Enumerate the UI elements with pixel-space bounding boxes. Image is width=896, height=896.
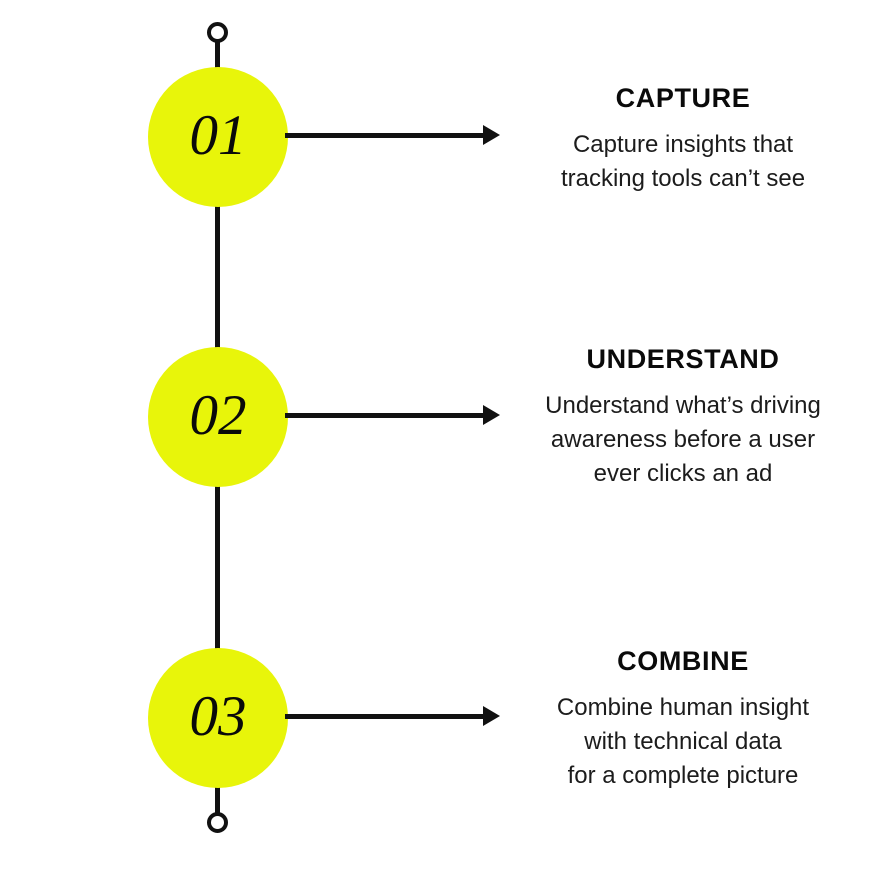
step-copy-1: CAPTURE Capture insights that tracking t… <box>500 83 866 196</box>
spine-top-terminator-icon <box>207 22 228 43</box>
step-connector-1 <box>285 133 485 138</box>
step-number-3: 03 <box>189 684 247 748</box>
arrow-right-icon-2 <box>483 405 500 425</box>
step-connector-3 <box>285 714 485 719</box>
timeline-step-2: 02 UNDERSTAND Understand what’s driving … <box>0 344 896 487</box>
spine-bottom-terminator-icon <box>207 812 228 833</box>
step-copy-3: COMBINE Combine human insight with techn… <box>500 646 866 793</box>
arrow-right-icon-1 <box>483 125 500 145</box>
step-number-2: 02 <box>189 383 247 447</box>
step-node-2[interactable]: 02 <box>148 347 288 487</box>
step-connector-2 <box>285 413 485 418</box>
timeline-step-1: 01 CAPTURE Capture insights that trackin… <box>0 67 896 207</box>
step-body-1: Capture insights that tracking tools can… <box>560 131 806 193</box>
step-heading-1: CAPTURE <box>615 83 751 113</box>
step-body-2: Understand what’s driving awareness befo… <box>545 392 821 488</box>
step-node-3[interactable]: 03 <box>148 648 288 788</box>
step-body-3: Combine human insight with technical dat… <box>556 694 810 790</box>
arrow-right-icon-3 <box>483 706 500 726</box>
step-heading-2: UNDERSTAND <box>586 344 780 374</box>
step-number-1: 01 <box>189 103 247 167</box>
step-node-1[interactable]: 01 <box>148 67 288 207</box>
step-heading-3: COMBINE <box>617 646 749 676</box>
timeline-step-3: 03 COMBINE Combine human insight with te… <box>0 646 896 789</box>
step-copy-2: UNDERSTAND Understand what’s driving awa… <box>500 344 866 491</box>
